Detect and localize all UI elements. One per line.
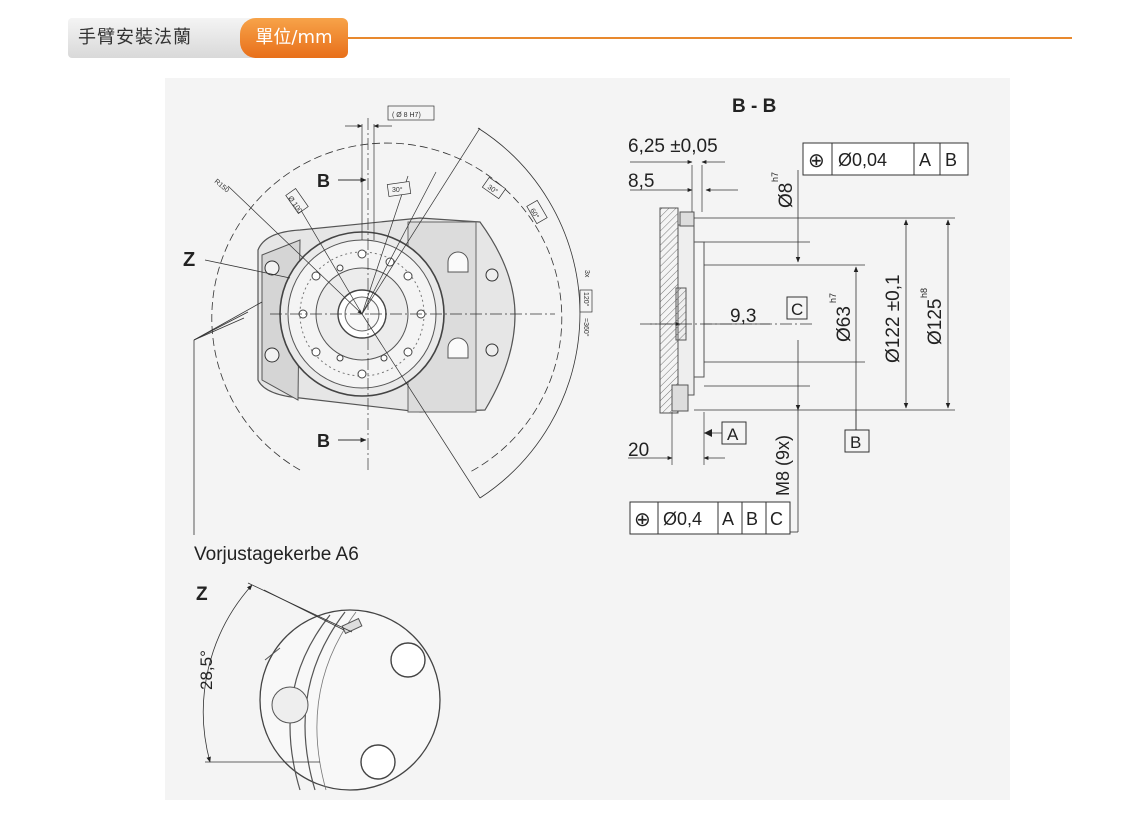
dim-9-3: 9,3 xyxy=(730,306,756,327)
datum-c: C xyxy=(791,300,803,319)
dim-d63-tolerance: h7 xyxy=(828,293,838,303)
section-b-top-label: B xyxy=(317,171,330,191)
notch-angle-label: 28,5° xyxy=(197,650,216,690)
outer-radius-arc xyxy=(211,142,563,473)
fcf-top-datum-b: B xyxy=(945,150,957,170)
section-b-bottom-label: B xyxy=(317,431,330,451)
angle-120-label: 120° xyxy=(582,292,590,307)
header-divider xyxy=(348,37,1072,39)
datum-b: B xyxy=(850,433,861,452)
section-view-labels: B - B 6,25 ±0,05 8,5 Ø8 h7 9,3 Ø63 h7 Ø1… xyxy=(628,96,969,535)
angle-120-prefix: 3x xyxy=(583,270,590,278)
angle-dim-arc xyxy=(477,127,581,499)
fcf-top-datum-a: A xyxy=(919,150,931,170)
dim-d63: Ø63 xyxy=(834,306,855,342)
datum-c-box xyxy=(786,296,808,320)
dim-20: 20 xyxy=(628,440,649,461)
front-view xyxy=(193,105,593,535)
notch-label: Vorjustagekerbe A6 xyxy=(194,544,359,565)
section-hatch xyxy=(659,207,679,414)
datum-a: A xyxy=(727,425,739,444)
datum-a-box xyxy=(721,421,747,445)
page-header: 手臂安裝法蘭 單位/mm xyxy=(68,18,1072,58)
dim-d122: Ø122 ±0,1 xyxy=(883,274,904,363)
fcf-top: ⊕ Ø0,04 A B xyxy=(802,142,969,176)
dim-d125: Ø125 xyxy=(925,299,946,345)
datum-b-box xyxy=(844,429,870,453)
angle-360-label: =360° xyxy=(582,318,590,337)
pin-diameter-label: ( Ø 8 H7) xyxy=(392,112,421,119)
dim-d8: Ø8 xyxy=(776,183,797,208)
radius-label: R150 xyxy=(213,178,230,194)
detail-view-labels: Vorjustagekerbe A6 Z 28,5° xyxy=(194,544,359,690)
dim-8-5: 8,5 xyxy=(628,171,654,192)
position-symbol: ⊕ xyxy=(808,150,825,172)
dim-6-25: 6,25 ±0,05 xyxy=(628,136,718,157)
fcf-bottom-datum-c: C xyxy=(770,509,783,529)
section-view xyxy=(628,159,955,533)
thread-label: M8 (9x) xyxy=(773,435,793,496)
detail-view xyxy=(202,582,441,791)
position-symbol-bottom: ⊕ xyxy=(634,509,651,531)
dim-d8-tolerance: h7 xyxy=(770,172,780,182)
dim-d125-tolerance: h8 xyxy=(919,288,929,298)
angle-30-label-1: 30° xyxy=(392,186,403,194)
fcf-bottom-datum-a: A xyxy=(722,509,734,529)
detail-z-label: Z xyxy=(196,584,208,605)
fcf-bottom: ⊕ Ø0,4 A B C xyxy=(629,501,791,535)
fcf-top-tolerance: Ø0,04 xyxy=(838,150,887,170)
view-z-label: Z xyxy=(183,249,195,271)
section-title: 手臂安裝法蘭 xyxy=(68,18,254,58)
section-title: B - B xyxy=(732,96,776,117)
fcf-bottom-datum-b: B xyxy=(746,509,758,529)
fcf-bottom-tolerance: Ø0,4 xyxy=(663,509,702,529)
unit-badge: 單位/mm xyxy=(240,18,348,58)
